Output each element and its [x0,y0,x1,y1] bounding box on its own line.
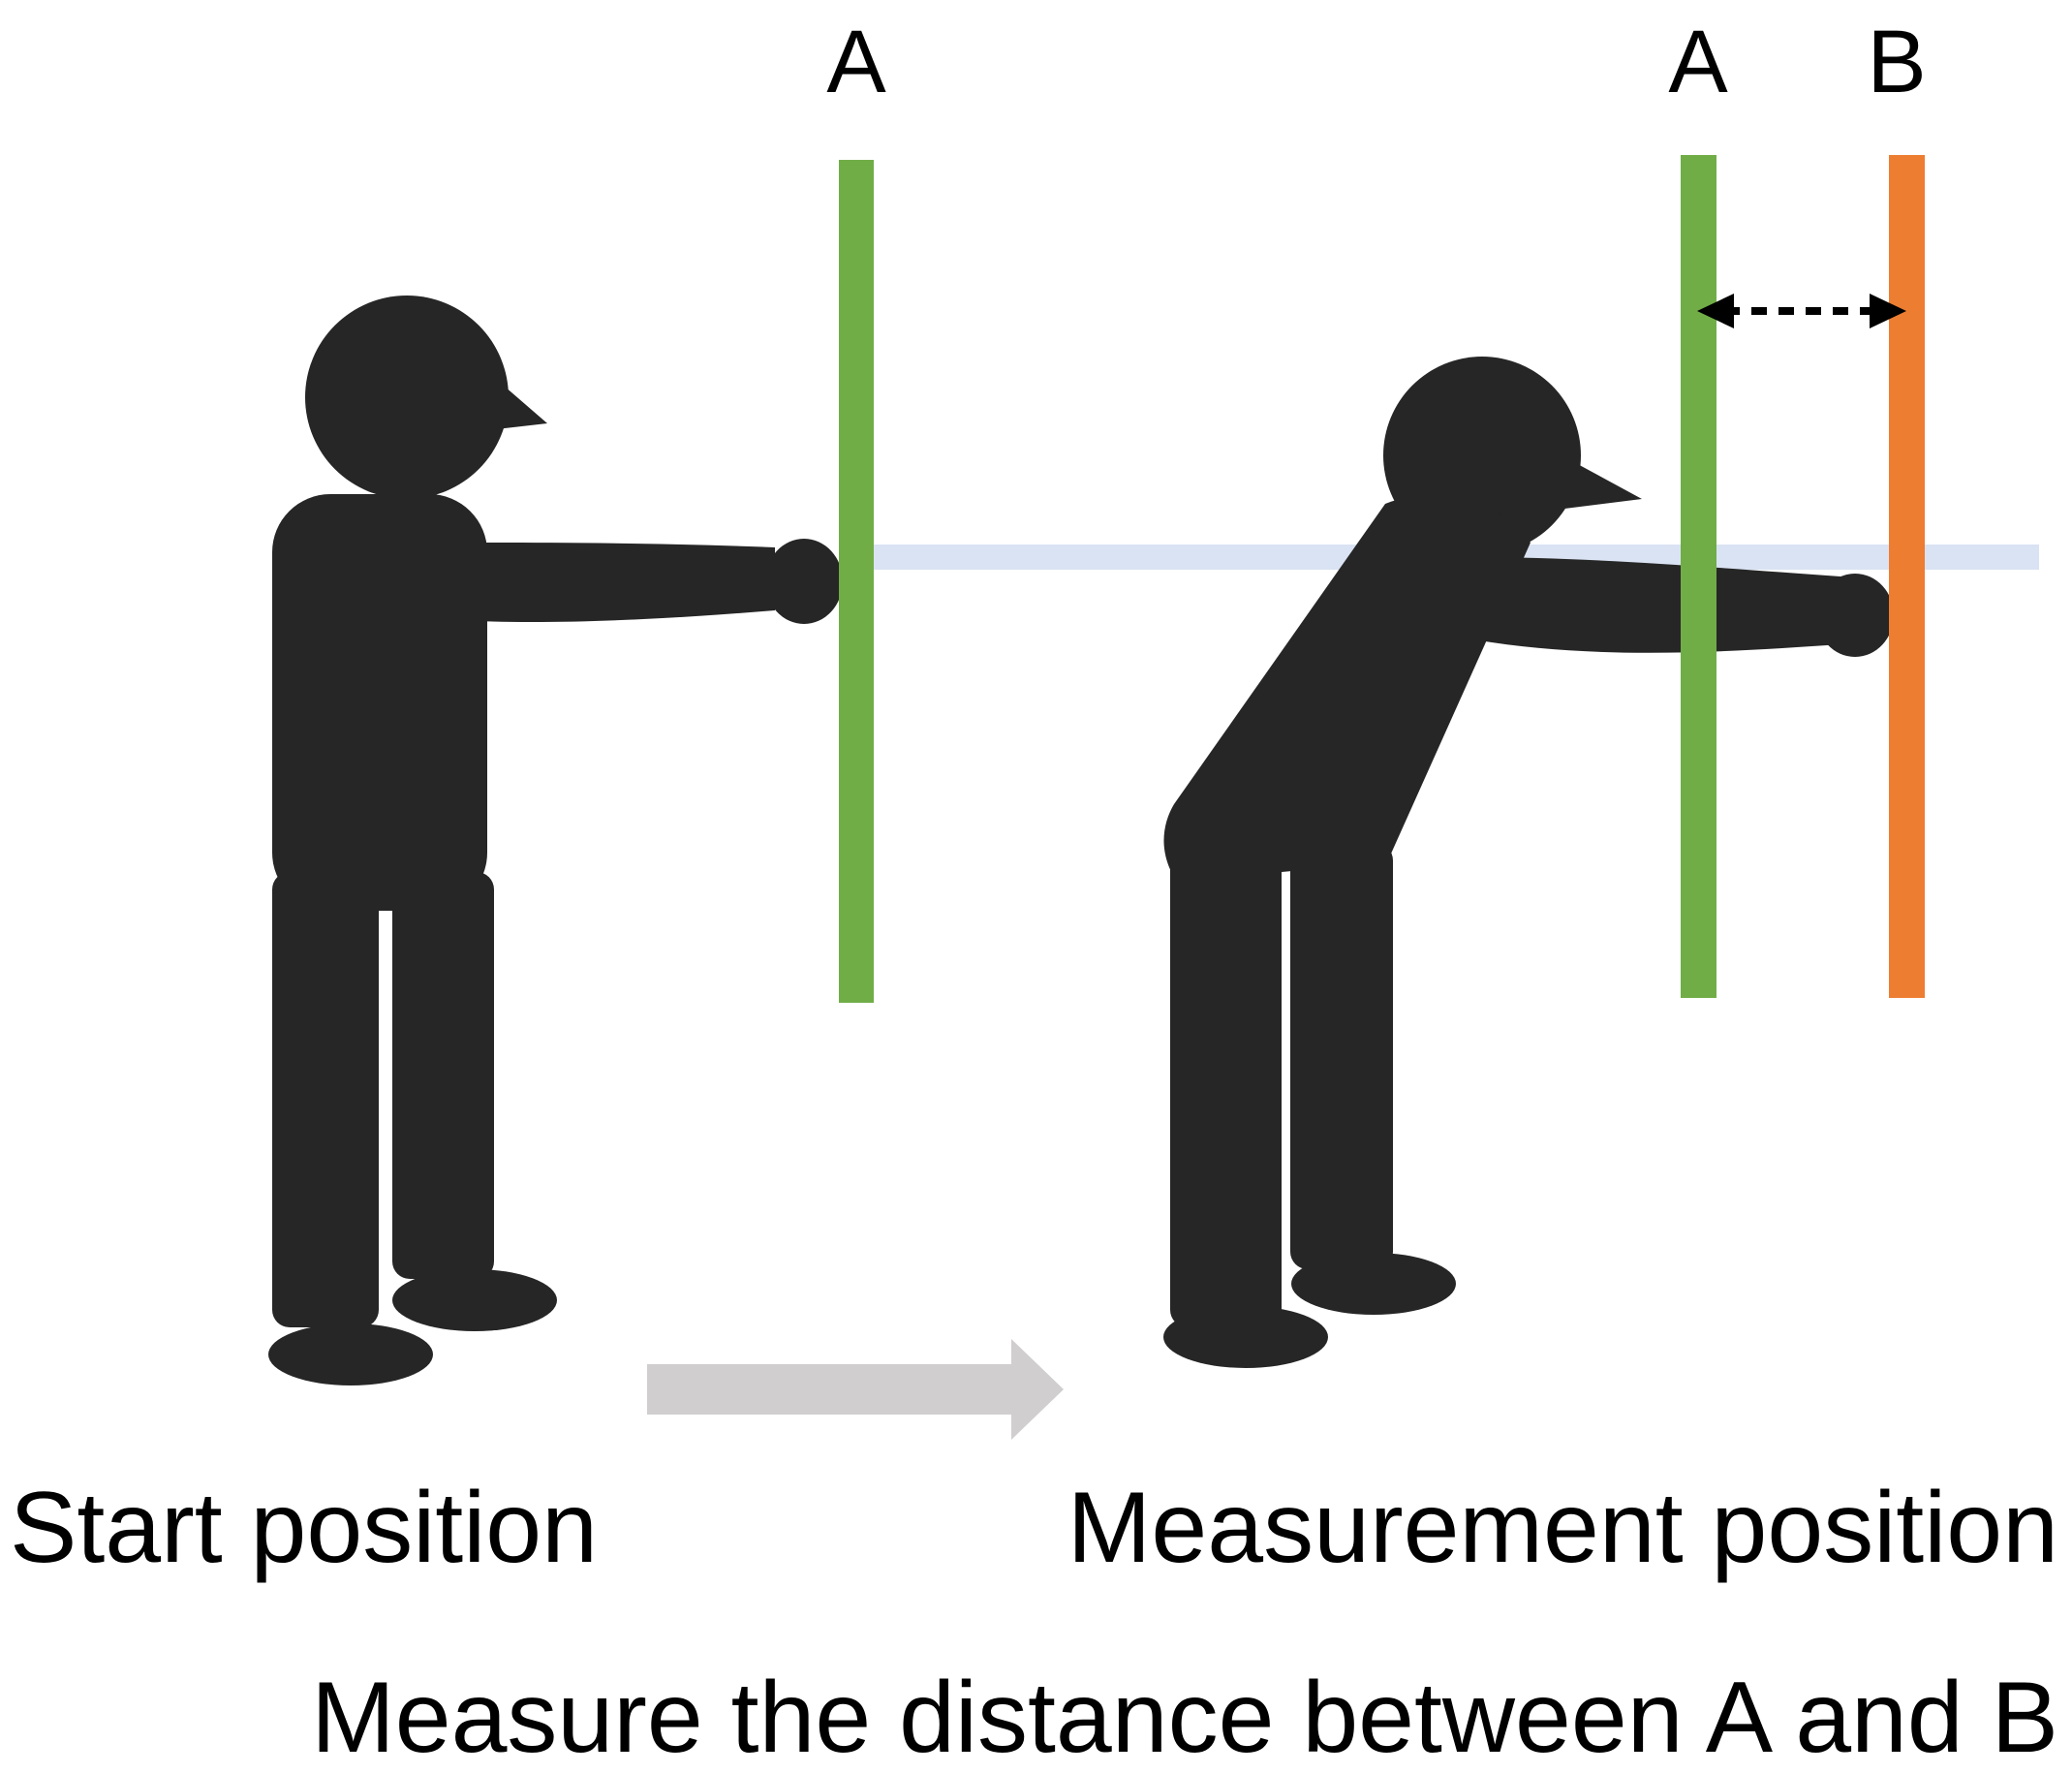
leaning-back-leg [1170,843,1282,1327]
measurement-position-caption: Measurement position [1067,1472,2058,1584]
standing-fist [765,539,843,624]
start-position-caption: Start position [10,1472,598,1584]
instruction-text: Measure the distance between A and B [311,1662,2058,1774]
leaning-front-foot [1291,1253,1456,1315]
standing-figure [268,296,843,1385]
standing-nose [479,373,547,431]
leaning-fist [1816,574,1894,657]
marker-a-measure [1681,155,1716,998]
standing-back-foot [268,1323,433,1385]
leaning-nose [1562,455,1642,509]
label-b-measure: B [1867,13,1926,111]
leaning-arm [1472,557,1840,653]
leaning-back-foot [1163,1306,1328,1368]
distance-arrow-right-head [1870,294,1906,328]
distance-arrow-left-head [1697,294,1734,328]
standing-arm [455,543,775,622]
standing-front-leg [392,872,494,1279]
marker-b-measure [1889,155,1925,998]
label-a-measure: A [1668,13,1728,111]
standing-head [305,296,509,499]
standing-back-leg [272,872,379,1327]
leaning-torso [1163,494,1531,882]
distance-arrow [1697,294,1906,328]
transition-arrow [647,1339,1064,1440]
standing-torso [272,494,487,911]
label-a-start: A [826,13,886,111]
leaning-front-leg [1290,843,1393,1269]
standing-front-foot [392,1269,557,1331]
marker-a-start [839,160,874,1003]
leaning-figure [1163,357,1894,1368]
